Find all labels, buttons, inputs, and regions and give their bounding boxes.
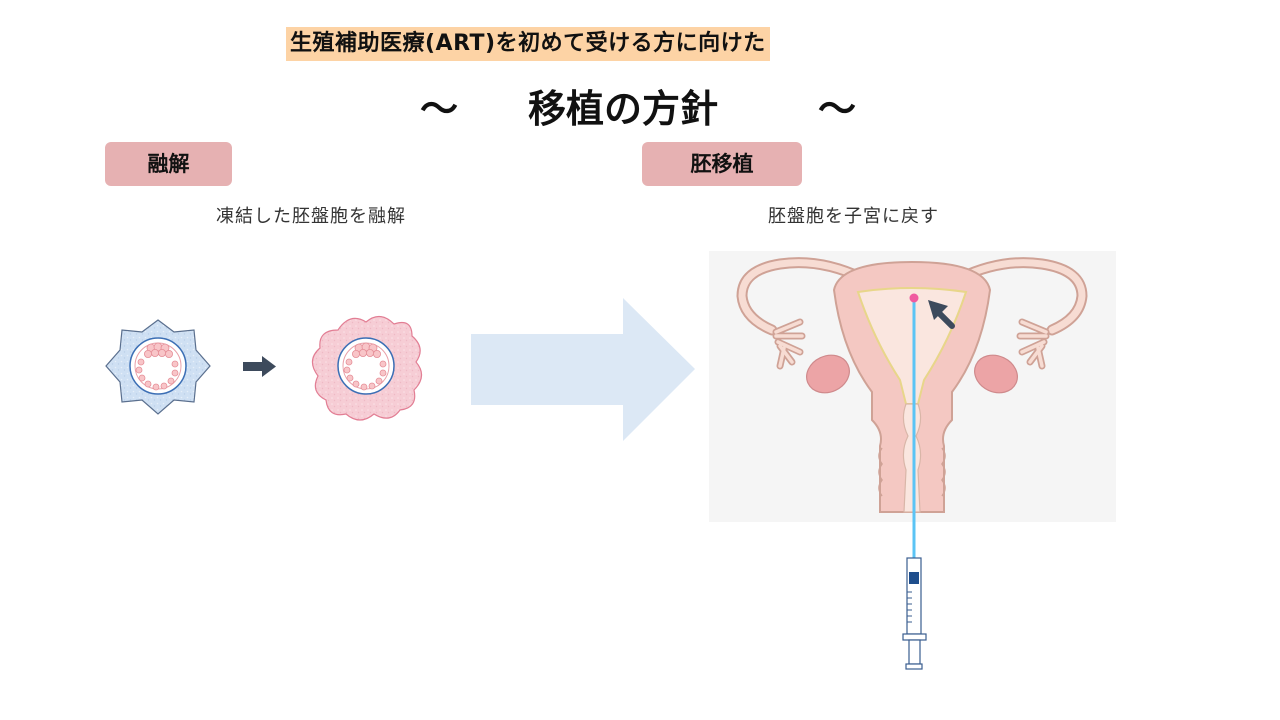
pointer-arrow-icon (928, 300, 955, 329)
embryo-target-dot (909, 293, 919, 303)
page-title: 〜 移植の方針 〜 (420, 78, 870, 132)
title-text: 移植の方針 (528, 87, 719, 131)
title-tilde-right: 〜 (818, 87, 857, 131)
thawed-blastocyst (311, 315, 423, 421)
subtitle-banner: 生殖補助医療(ART)を初めて受ける方に向けた (286, 27, 770, 61)
thaw-arrow-icon (243, 356, 276, 377)
step-description-thaw: 凍結した胚盤胞を融解 (216, 206, 406, 227)
step-description-transfer: 胚盤胞を子宮に戻す (768, 206, 939, 227)
title-tilde-left: 〜 (420, 87, 459, 131)
step-label-transfer: 胚移植 (642, 142, 802, 186)
flow-arrow-icon (471, 298, 695, 441)
syringe-icon (902, 548, 927, 670)
step-label-thaw: 融解 (105, 142, 232, 186)
frozen-blastocyst (105, 319, 211, 415)
